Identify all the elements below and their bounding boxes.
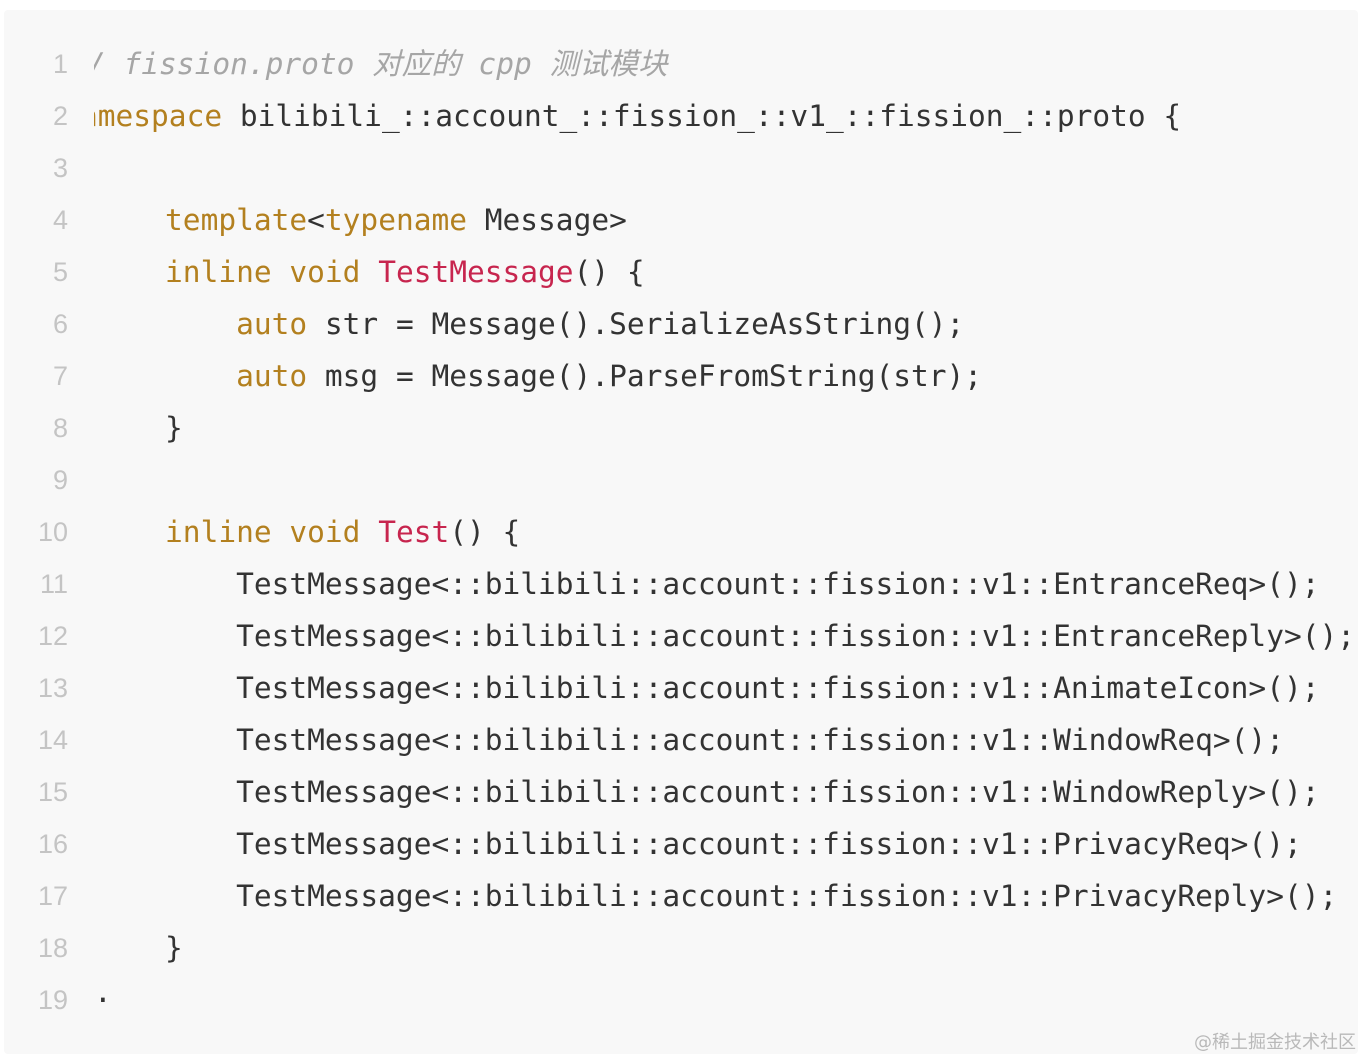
code-line: }	[94, 402, 183, 454]
line-number: 19	[37, 985, 68, 1015]
code-token-keyword: inline	[165, 255, 272, 289]
line-number: 4	[52, 205, 68, 235]
line-number: 13	[37, 673, 68, 703]
code-token-plain	[272, 255, 290, 289]
code-token-keyword: auto	[236, 359, 308, 393]
code-line: TestMessage<::bilibili::account::fission…	[94, 870, 1337, 922]
code-token-plain	[94, 359, 236, 393]
code-line: inline void TestMessage() {	[94, 246, 645, 298]
code-token-plain: TestMessage<::bilibili::account::fission…	[94, 671, 1320, 705]
code-token-plain	[94, 307, 236, 341]
code-token-keyword: inline	[165, 515, 272, 549]
line-number: 5	[52, 257, 68, 287]
code-token-plain	[94, 203, 165, 237]
code-line: TestMessage<::bilibili::account::fission…	[94, 766, 1319, 818]
code-token-plain: TestMessage<::bilibili::account::fission…	[94, 619, 1355, 653]
watermark: @稀土掘金技术社区	[1194, 1032, 1356, 1053]
line-number: 6	[52, 309, 68, 339]
code-token-plain	[360, 255, 378, 289]
line-number: 16	[37, 829, 68, 859]
code-token-plain: TestMessage<::bilibili::account::fission…	[94, 879, 1338, 913]
code-token-comment: / fission.proto 对应的 cpp 测试模块	[94, 47, 668, 81]
line-number: 8	[52, 413, 68, 443]
code-line: TestMessage<::bilibili::account::fission…	[94, 818, 1302, 870]
line-number: 15	[37, 777, 68, 807]
code-line: TestMessage<::bilibili::account::fission…	[94, 714, 1284, 766]
code-line: auto msg = Message().ParseFromString(str…	[94, 350, 982, 402]
code-token-plain: TestMessage<::bilibili::account::fission…	[94, 827, 1302, 861]
code-token-plain: TestMessage<::bilibili::account::fission…	[94, 723, 1284, 757]
line-number: 11	[39, 569, 68, 599]
code-token-plain	[94, 255, 165, 289]
code-line: ·	[94, 974, 112, 1026]
line-number: 17	[37, 881, 68, 911]
line-number: 12	[37, 621, 68, 651]
code-token-plain	[94, 515, 165, 549]
code-token-plain: }	[94, 411, 183, 445]
line-number: 10	[37, 517, 68, 547]
code-token-plain: () {	[573, 255, 645, 289]
line-number: 3	[52, 153, 68, 183]
code-token-keyword: auto	[236, 307, 308, 341]
code-token-plain	[272, 515, 290, 549]
code-token-plain: Message>	[467, 203, 627, 237]
line-number: 2	[52, 101, 68, 131]
code-token-plain: TestMessage<::bilibili::account::fission…	[94, 567, 1320, 601]
code-token-plain: }	[94, 931, 183, 965]
code-line: TestMessage<::bilibili::account::fission…	[94, 558, 1319, 610]
code-line: / fission.proto 对应的 cpp 测试模块	[94, 38, 667, 90]
code-token-plain	[360, 515, 378, 549]
code-line: TestMessage<::bilibili::account::fission…	[94, 662, 1319, 714]
code-token-keyword: void	[289, 255, 361, 289]
line-number: 9	[52, 465, 68, 495]
line-number: 14	[37, 725, 68, 755]
code-area: / fission.proto 对应的 cpp 测试模块 amespace bil…	[94, 10, 1358, 1054]
code-token-keyword: template	[165, 203, 308, 237]
code-token-keyword: amespace	[94, 99, 223, 133]
code-token-plain: <	[307, 203, 325, 237]
code-line: TestMessage<::bilibili::account::fission…	[94, 610, 1355, 662]
code-line: template<typename Message>	[94, 194, 627, 246]
code-token-func: Test	[378, 515, 450, 549]
code-line: amespace bilibili_::account_::fission_::…	[94, 90, 1181, 142]
code-token-plain: bilibili_::account_::fission_::v1_::fiss…	[222, 99, 1182, 133]
code-token-keyword: void	[289, 515, 361, 549]
code-token-func: TestMessage	[378, 255, 574, 289]
line-number: 1	[52, 49, 68, 79]
line-number: 7	[52, 361, 68, 391]
code-line: }	[94, 922, 183, 974]
code-token-plain: msg = Message().ParseFromString(str);	[307, 359, 983, 393]
code-line: inline void Test() {	[94, 506, 520, 558]
code-token-plain: () {	[449, 515, 521, 549]
code-token-plain: ·	[94, 983, 112, 1017]
code-token-plain: str = Message().SerializeAsString();	[307, 307, 965, 341]
code-line: auto str = Message().SerializeAsString()…	[94, 298, 964, 350]
line-number: 18	[37, 933, 68, 963]
code-token-keyword: typename	[324, 203, 467, 237]
code-token-plain: TestMessage<::bilibili::account::fission…	[94, 775, 1320, 809]
